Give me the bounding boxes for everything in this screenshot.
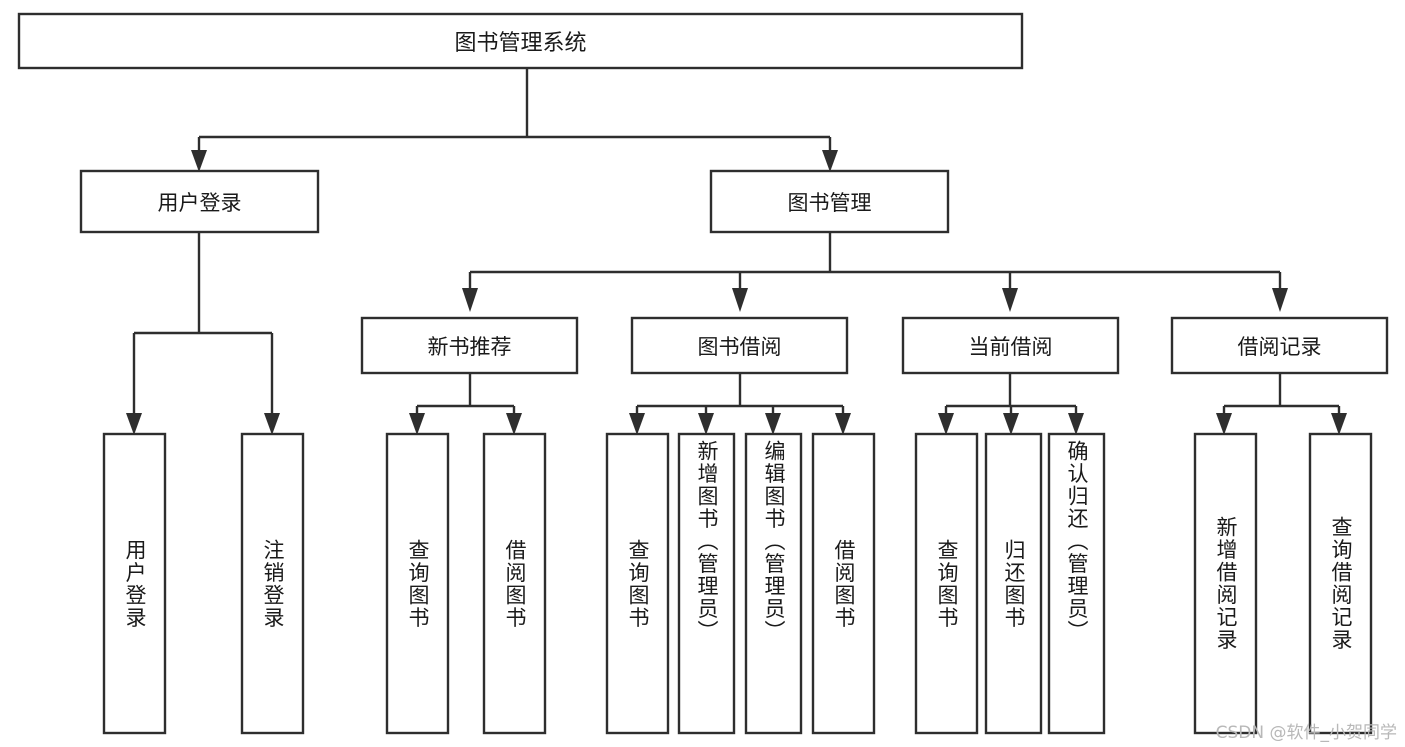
arrowhead-bookborrow-leaf-1 <box>629 413 645 435</box>
node-leaf-query-book-2[interactable] <box>605 432 670 735</box>
node-new-book-recommend[interactable] <box>360 316 579 375</box>
arrowhead-user-login <box>191 150 207 172</box>
node-leaf-add-book-admin[interactable] <box>677 432 736 735</box>
arrowhead-book-mgmt <box>822 150 838 172</box>
arrowhead-currentborrow-leaf-3 <box>1068 413 1084 435</box>
node-root[interactable] <box>17 12 1024 70</box>
node-leaf-query-borrow-record[interactable] <box>1308 432 1373 735</box>
node-leaf-query-book-3[interactable] <box>914 432 979 735</box>
arrowhead-new-book-rec <box>462 288 478 312</box>
node-leaf-return-book[interactable] <box>984 432 1043 735</box>
node-leaf-user-login[interactable] <box>102 432 167 735</box>
arrowhead-currentborrow-leaf-1 <box>938 413 954 435</box>
arrowhead-currentborrow-leaf-2 <box>1003 413 1019 435</box>
arrowhead-newbook-leaf-2 <box>506 413 522 435</box>
node-leaf-borrow-book-2[interactable] <box>811 432 876 735</box>
arrowhead-leaf-logout <box>264 413 280 435</box>
arrowhead-newbook-leaf-1 <box>409 413 425 435</box>
arrowhead-borrowrecord-leaf-1 <box>1216 413 1232 435</box>
node-leaf-borrow-book-1[interactable] <box>482 432 547 735</box>
node-current-borrow[interactable] <box>901 316 1120 375</box>
arrowhead-borrowrecord-leaf-2 <box>1331 413 1347 435</box>
arrowhead-bookborrow-leaf-3 <box>765 413 781 435</box>
arrowhead-borrow-record <box>1272 288 1288 312</box>
arrowhead-book-borrow <box>732 288 748 312</box>
arrowhead-bookborrow-leaf-4 <box>835 413 851 435</box>
node-leaf-logout[interactable] <box>240 432 305 735</box>
node-leaf-query-book-1[interactable] <box>385 432 450 735</box>
arrowhead-current-borrow <box>1002 288 1018 312</box>
node-book-management[interactable] <box>709 169 950 234</box>
node-leaf-edit-book-admin[interactable] <box>744 432 803 735</box>
arrowhead-bookborrow-leaf-2 <box>698 413 714 435</box>
node-borrow-record[interactable] <box>1170 316 1389 375</box>
node-book-borrow[interactable] <box>630 316 849 375</box>
node-leaf-confirm-return-admin[interactable] <box>1047 432 1106 735</box>
node-user-login[interactable] <box>79 169 320 234</box>
arrowhead-leaf-user-login <box>126 413 142 435</box>
node-leaf-add-borrow-record[interactable] <box>1193 432 1258 735</box>
